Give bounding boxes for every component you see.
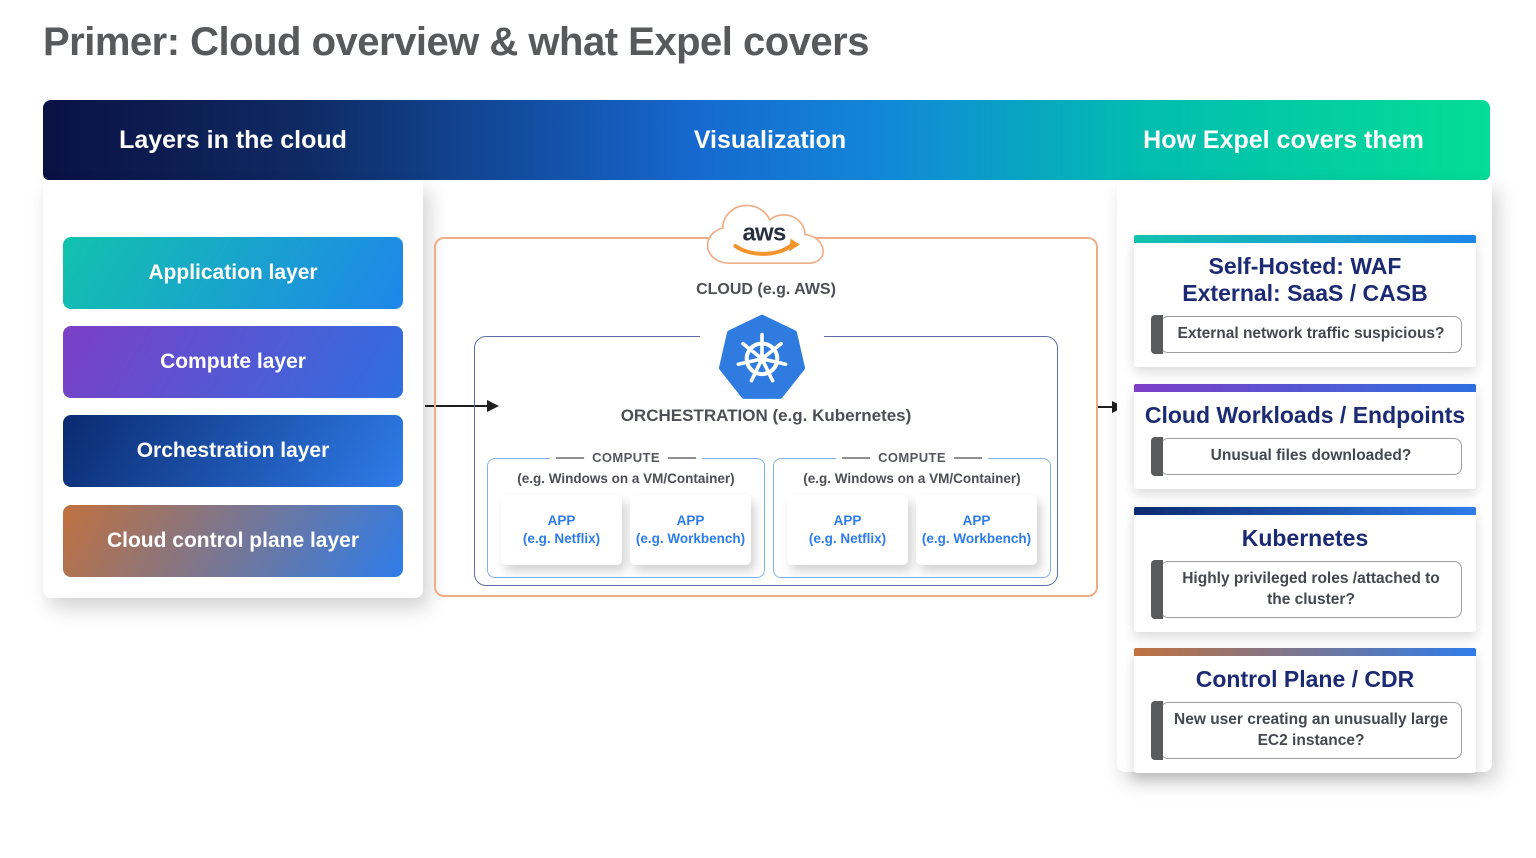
- card-title: Cloud Workloads / Endpoints: [1134, 402, 1476, 429]
- cloud-label: CLOUD (e.g. AWS): [434, 281, 1098, 299]
- layers-panel: Application layer Compute layer Orchestr…: [43, 180, 423, 598]
- app-example: (e.g. Workbench): [922, 530, 1031, 548]
- compute-subtitle: (e.g. Windows on a VM/Container): [774, 471, 1050, 486]
- compute-group: COMPUTE (e.g. Windows on a VM/Container)…: [773, 458, 1051, 578]
- question-tab: [1151, 701, 1163, 760]
- card-title: Control Plane / CDR: [1134, 666, 1476, 693]
- app-row: APP (e.g. Netflix) APP (e.g. Workbench): [488, 495, 764, 565]
- card-accent-bar: [1134, 507, 1476, 515]
- app-name: APP: [548, 512, 576, 530]
- layer-compute: Compute layer: [63, 326, 403, 398]
- card-title-line: Kubernetes: [1134, 525, 1476, 552]
- orchestration-label: ORCHESTRATION (e.g. Kubernetes): [474, 406, 1058, 426]
- question-box: External network traffic suspicious?: [1160, 316, 1462, 352]
- svg-text:aws: aws: [742, 220, 786, 247]
- app-name: APP: [963, 512, 991, 530]
- header-layers-label: Layers in the cloud: [43, 126, 423, 155]
- question-tab: [1151, 560, 1163, 619]
- compute-legend: COMPUTE: [836, 450, 988, 465]
- question-box: Unusual files downloaded?: [1160, 438, 1462, 474]
- app-card-netflix: APP (e.g. Netflix): [787, 495, 908, 565]
- app-card-workbench: APP (e.g. Workbench): [630, 495, 751, 565]
- question-text: New user creating an unusually large EC2…: [1174, 711, 1448, 748]
- coverage-card-control-plane: Control Plane / CDR New user creating an…: [1134, 648, 1476, 773]
- app-name: APP: [834, 512, 862, 530]
- app-example: (e.g. Netflix): [809, 530, 886, 548]
- card-title-line: Cloud Workloads / Endpoints: [1134, 402, 1476, 429]
- coverage-card-waf-saas-casb: Self-Hosted: WAF External: SaaS / CASB E…: [1134, 235, 1476, 367]
- question-box: New user creating an unusually large EC2…: [1160, 702, 1462, 759]
- layer-cloud-control-plane: Cloud control plane layer: [63, 505, 403, 577]
- card-accent-bar: [1134, 384, 1476, 392]
- question-tab: [1151, 315, 1163, 353]
- question-text: External network traffic suspicious?: [1177, 325, 1444, 342]
- header-bar: Layers in the cloud Visualization How Ex…: [43, 100, 1490, 180]
- coverage-card-kubernetes: Kubernetes Highly privileged roles /atta…: [1134, 507, 1476, 632]
- app-row: APP (e.g. Netflix) APP (e.g. Workbench): [774, 495, 1050, 565]
- header-visualization-label: Visualization: [423, 126, 1117, 155]
- card-accent-bar: [1134, 235, 1476, 243]
- arrow-visualization-to-coverage: [1096, 406, 1112, 408]
- page-title: Primer: Cloud overview & what Expel cove…: [43, 20, 869, 65]
- app-name: APP: [677, 512, 705, 530]
- header-coverage-label: How Expel covers them: [1117, 126, 1490, 155]
- app-card-workbench: APP (e.g. Workbench): [916, 495, 1037, 565]
- layer-application: Application layer: [63, 237, 403, 309]
- question-text: Unusual files downloaded?: [1211, 447, 1412, 464]
- card-title: Self-Hosted: WAF External: SaaS / CASB: [1134, 253, 1476, 307]
- card-title-line: Self-Hosted: WAF: [1134, 253, 1476, 280]
- card-title: Kubernetes: [1134, 525, 1476, 552]
- card-title-line: Control Plane / CDR: [1134, 666, 1476, 693]
- compute-subtitle: (e.g. Windows on a VM/Container): [488, 471, 764, 486]
- coverage-card-cloud-workloads: Cloud Workloads / Endpoints Unusual file…: [1134, 384, 1476, 489]
- question-box: Highly privileged roles /attached to the…: [1160, 561, 1462, 618]
- app-example: (e.g. Workbench): [636, 530, 745, 548]
- kubernetes-icon: [717, 312, 807, 402]
- question-text: Highly privileged roles /attached to the…: [1182, 570, 1440, 607]
- aws-cloud-icon: aws: [693, 198, 839, 278]
- app-card-netflix: APP (e.g. Netflix): [501, 495, 622, 565]
- card-accent-bar: [1134, 648, 1476, 656]
- compute-group: COMPUTE (e.g. Windows on a VM/Container)…: [487, 458, 765, 578]
- coverage-panel: Self-Hosted: WAF External: SaaS / CASB E…: [1117, 180, 1492, 772]
- question-tab: [1151, 437, 1163, 475]
- card-title-line: External: SaaS / CASB: [1134, 280, 1476, 307]
- layer-orchestration: Orchestration layer: [63, 415, 403, 487]
- app-example: (e.g. Netflix): [523, 530, 600, 548]
- compute-legend: COMPUTE: [550, 450, 702, 465]
